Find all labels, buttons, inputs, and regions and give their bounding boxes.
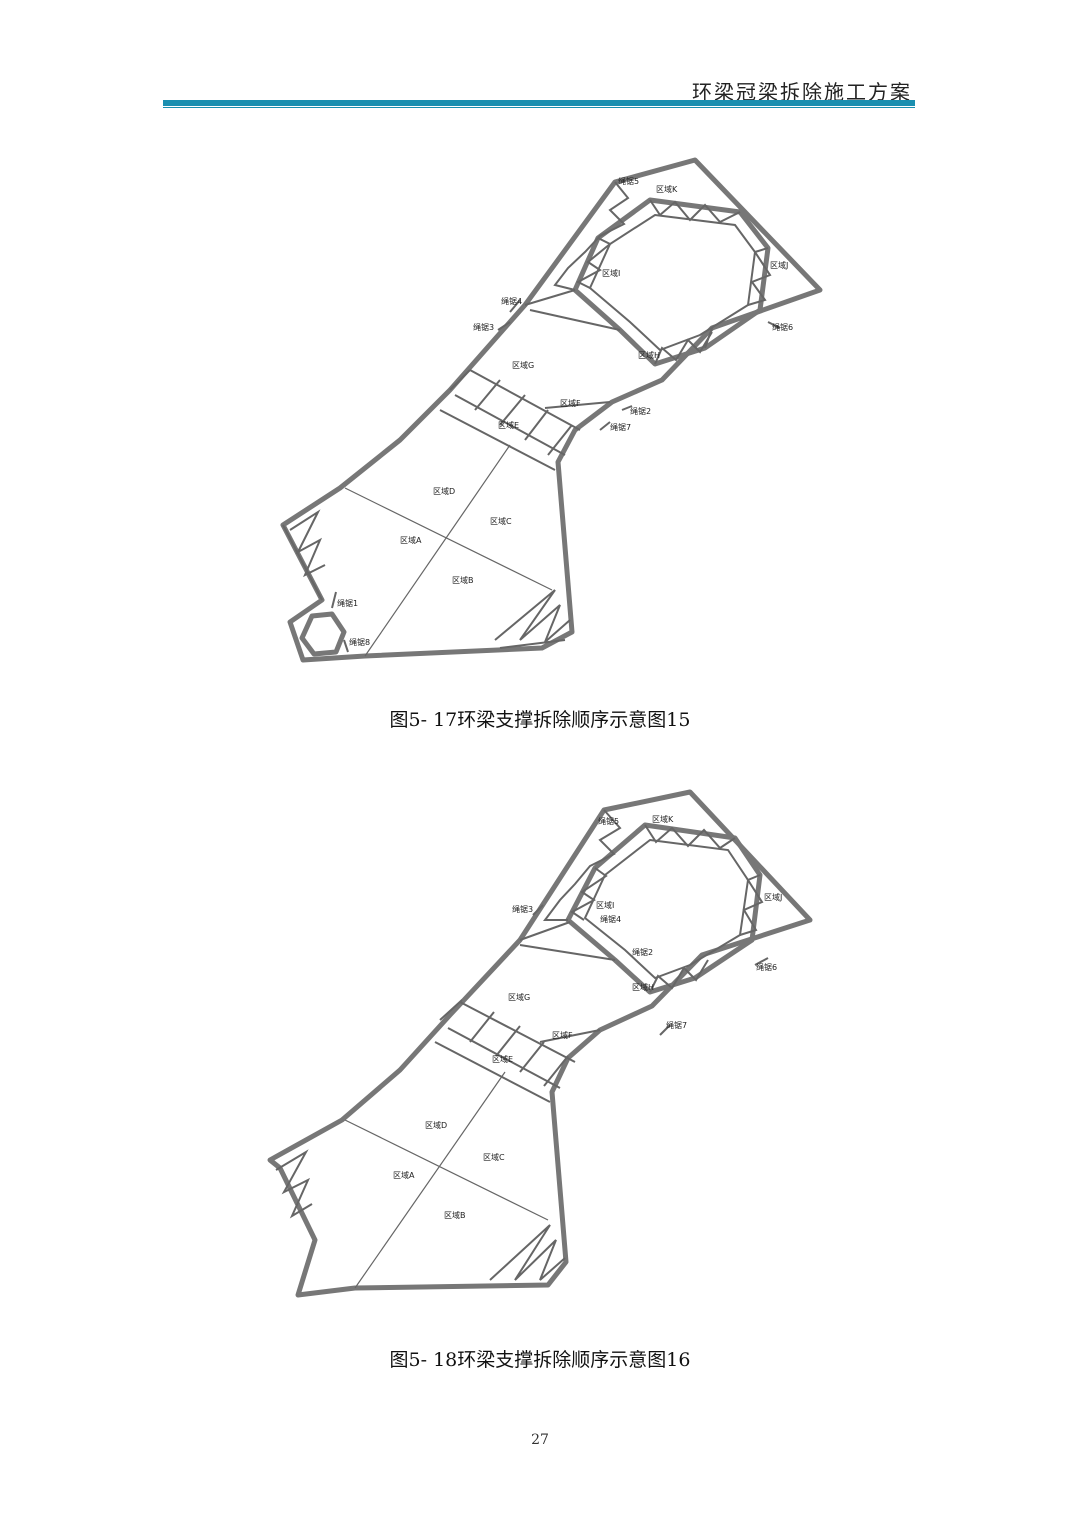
- truss-outer-left-2: [543, 809, 622, 921]
- page-number: 27: [531, 1432, 549, 1448]
- label-zone-f: 区域F: [560, 398, 581, 408]
- label-zone-b-2: 区域B: [444, 1210, 466, 1220]
- strut-f-2: [539, 1029, 601, 1043]
- label-rope2-2: 绳锯2: [632, 947, 653, 957]
- truss-left: [575, 237, 612, 289]
- truss-left-bottom: [282, 509, 326, 601]
- label-zone-e: 区域E: [498, 420, 519, 430]
- truss-outer-left: [553, 181, 630, 291]
- divider-2-1: [344, 1119, 549, 1221]
- divider-2-2: [354, 1071, 506, 1289]
- small-ring: [299, 611, 347, 657]
- truss-left-bottom-2: [275, 1149, 313, 1219]
- label-zone-g: 区域G: [512, 360, 534, 370]
- label-rope3: 绳锯3: [473, 322, 494, 332]
- figure-2: 绳锯5 区域K 区域J 区域I 绳锯4 绳锯3 绳锯2 绳锯6 区域H 区域G …: [0, 780, 1080, 1340]
- ring-beam: [572, 197, 771, 367]
- label-zone-e-2: 区域E: [492, 1054, 513, 1064]
- saw-6-marker-2: [754, 957, 769, 966]
- header-rule-thin: [163, 107, 915, 108]
- strut-3: [704, 327, 713, 349]
- label-rope8: 绳锯8: [349, 637, 370, 647]
- label-zone-f-2: 区域F: [552, 1030, 573, 1040]
- truss-right-2: [739, 874, 764, 936]
- label-zone-d: 区域D: [433, 486, 455, 496]
- figure-1: 绳锯5 区域K 区域J 区域I 绳锯4 绳锯3 绳锯6 区域H 区域G 区域F …: [0, 0, 1080, 740]
- label-zone-h-2: 区域H: [632, 982, 654, 992]
- label-zone-k: 区域K: [656, 184, 678, 194]
- divider-2: [364, 444, 511, 657]
- strut-f: [544, 401, 611, 409]
- strut-2-1: [519, 921, 571, 941]
- saw-1-marker: [331, 591, 337, 609]
- strut-2-2: [519, 944, 616, 961]
- saw-3-marker-2: [532, 904, 544, 916]
- label-zone-k-2: 区域K: [652, 814, 674, 824]
- grid-zone-e-2: [434, 999, 576, 1103]
- label-zone-h: 区域H: [638, 350, 660, 360]
- label-zone-j: 区域J: [770, 260, 788, 270]
- header-rule: [163, 100, 915, 106]
- truss-top: [649, 199, 741, 224]
- truss-right: [747, 247, 772, 306]
- truss-top-2: [644, 824, 736, 850]
- figure-1-drawing: 绳锯5 区域K 区域J 区域I 绳锯4 绳锯3 绳锯6 区域H 区域G 区域F …: [280, 157, 823, 663]
- site-outline-2: [267, 789, 813, 1298]
- truss-br-2: [489, 1224, 566, 1281]
- saw-8-marker: [343, 639, 349, 653]
- label-rope7-2: 绳锯7: [666, 1020, 687, 1030]
- truss-br: [494, 589, 571, 649]
- figure-2-caption: 图5- 18环梁支撑拆除顺序示意图16: [389, 1349, 691, 1371]
- label-rope4: 绳锯4: [501, 296, 522, 306]
- label-zone-g-2: 区域G: [508, 992, 530, 1002]
- strut-1: [524, 289, 576, 306]
- truss-bottom-2: [649, 959, 709, 993]
- truss-bottom: [654, 331, 713, 365]
- label-zone-a-2: 区域A: [393, 1170, 415, 1180]
- label-zone-i: 区域I: [602, 268, 620, 278]
- label-rope6: 绳锯6: [772, 322, 793, 332]
- saw-4-marker: [509, 299, 521, 313]
- divider-1: [344, 487, 553, 591]
- saw-3-marker: [497, 321, 511, 331]
- label-zone-j-2: 区域J: [764, 892, 782, 902]
- label-rope7: 绳锯7: [610, 422, 631, 432]
- label-rope4-2: 绳锯4: [600, 914, 621, 924]
- label-zone-a: 区域A: [400, 535, 422, 545]
- figure-2-drawing: 绳锯5 区域K 区域J 区域I 绳锯4 绳锯3 绳锯2 绳锯6 区域H 区域G …: [267, 789, 813, 1298]
- label-rope1: 绳锯1: [337, 598, 358, 608]
- saw-7-marker-2: [659, 1024, 671, 1036]
- label-zone-c-2: 区域C: [483, 1152, 505, 1162]
- label-rope2: 绳锯2: [630, 406, 651, 416]
- ring-inner-2: [583, 838, 750, 980]
- figure-1-caption: 图5- 17环梁支撑拆除顺序示意图15: [389, 709, 691, 731]
- label-zone-i-2: 区域I: [596, 900, 614, 910]
- label-rope6-2: 绳锯6: [756, 962, 777, 972]
- grid-zone-e: [439, 369, 581, 471]
- label-rope5-2: 绳锯5: [598, 816, 619, 826]
- site-outline: [280, 157, 823, 663]
- saw-6-marker: [767, 321, 781, 329]
- strut-2: [529, 309, 621, 331]
- label-zone-b: 区域B: [452, 575, 474, 585]
- label-rope3-2: 绳锯3: [512, 904, 533, 914]
- label-rope5: 绳锯5: [618, 176, 639, 186]
- ring-beam-2: [565, 822, 763, 995]
- saw-7-marker: [599, 421, 611, 431]
- saw-2-marker: [621, 405, 633, 411]
- ring-inner: [588, 213, 757, 352]
- label-zone-c: 区域C: [490, 516, 512, 526]
- label-zone-d-2: 区域D: [425, 1120, 447, 1130]
- truss-left-2: [570, 867, 608, 921]
